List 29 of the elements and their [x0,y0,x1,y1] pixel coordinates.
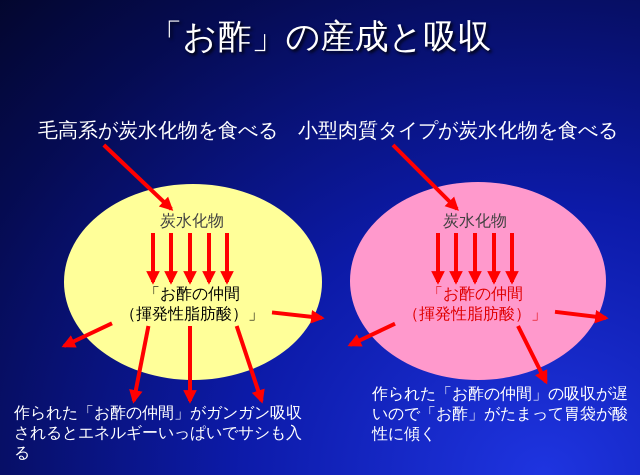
arrow [234,325,265,404]
arrow [554,310,609,324]
arrow [392,144,459,211]
text-label: 毛高系が炭水化物を食べる [38,118,278,143]
arrow [164,233,178,285]
ellipse-label: 炭水化物 [435,211,515,231]
text-label: 作られた「お酢の仲間」の吸収が遅いので「お酢」がたまって胃袋が酸性に傾く [372,384,634,444]
arrow [220,233,234,285]
arrow [431,233,445,285]
arrow [62,321,113,348]
arrow [487,233,501,285]
arrow [202,233,216,285]
arrow [516,325,548,384]
arrow [348,322,396,347]
title: 「お酢」の産成と吸収 [148,16,492,59]
ellipse-label: 「お酢の仲間（揮発性脂肪酸）」 [114,284,270,324]
arrow [102,144,174,211]
arrow [449,233,463,285]
arrow [183,233,197,285]
arrow [183,326,197,404]
arrow [468,233,482,285]
text-label: 小型肉質タイプが炭水化物を食べる [298,118,634,143]
arrow [272,310,325,324]
arrow [505,233,519,285]
arrow [146,233,160,285]
arrow [129,326,150,404]
text-label: 作られた「お酢の仲間」がガンガン吸収されるとエネルギーいっぱいでサシも入る [14,403,314,463]
ellipse-label: 炭水化物 [152,211,232,231]
ellipse-label: 「お酢の仲間（揮発性脂肪酸）」 [397,284,553,324]
